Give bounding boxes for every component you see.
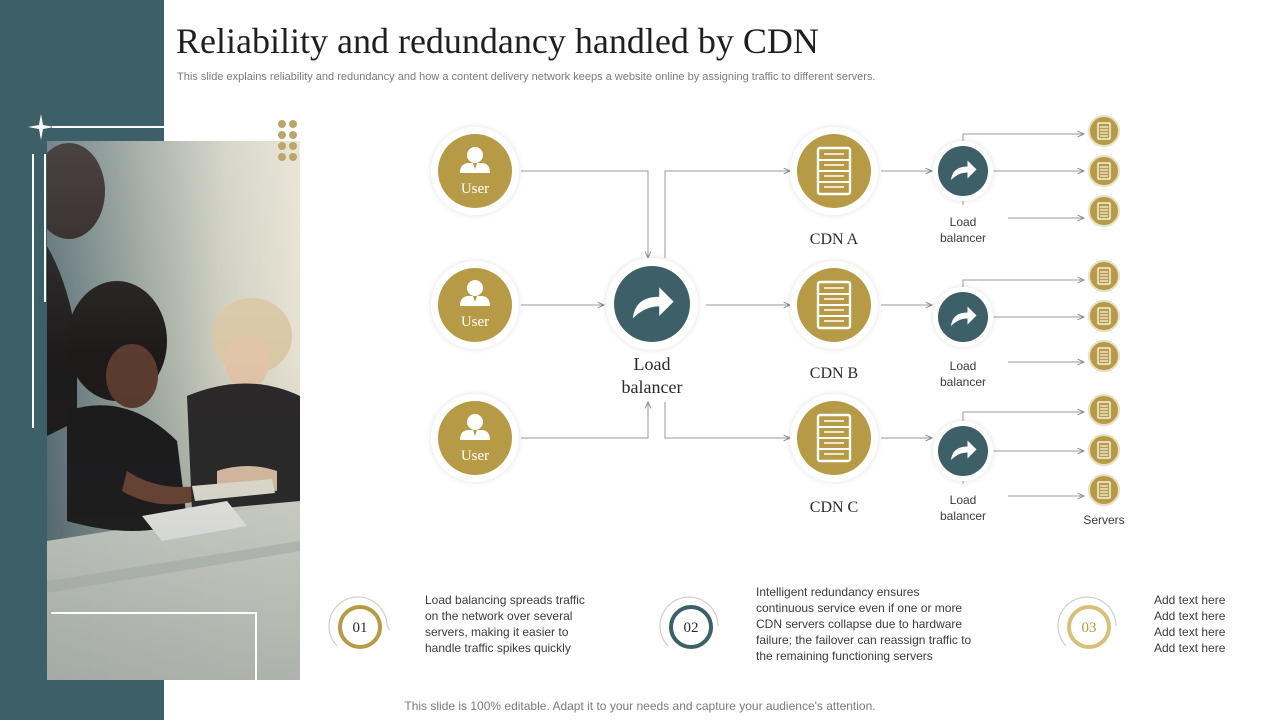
decor-line-horizontal [52,126,164,128]
team-photo-illustration [47,143,300,680]
decor-line-vertical [32,154,34,428]
user-node: User [431,394,519,482]
server-node [1088,115,1120,147]
sub-load-balancer-node: Load balancer [933,141,993,245]
cdn-node: CDN C [790,394,878,516]
server-node [1088,260,1120,292]
cdn-node: CDN A [790,127,878,248]
cdn-label: CDN B [810,365,858,382]
step-line: CDN servers collapse due to hardware [756,617,963,631]
sub-balancer-label-line2: balancer [940,509,986,523]
user-label: User [461,448,489,464]
step-description: Add text here Add text here Add text her… [1154,592,1264,656]
step-description: Load balancing spreads traffic on the ne… [425,592,625,656]
page-subtitle: This slide explains reliability and redu… [177,71,876,83]
step-line: Add text here [1154,641,1226,655]
cdn-label: CDN A [810,231,859,248]
sub-load-balancer-node: Load balancer [933,287,993,389]
step-line: servers, making it easier to [425,625,569,639]
sub-balancer-label-line1: Load [950,359,977,373]
user-node: User [431,261,519,349]
step-line: on the network over several [425,609,573,623]
step-line: Load balancing spreads traffic [425,593,585,607]
step-line: failure; the failover can reassign traff… [756,633,972,647]
step-description: Intelligent redundancy ensures continuou… [756,584,1016,664]
step-line: handle traffic spikes quickly [425,641,571,655]
footer-note: This slide is 100% editable. Adapt it to… [404,699,876,713]
user-label: User [461,314,489,330]
user-label: User [461,181,489,197]
sparkle-icon [28,114,54,140]
step-badge: 03 [1057,596,1117,649]
main-balancer-label-line1: Load [634,354,671,374]
server-node [1088,474,1120,506]
step-line: Add text here [1154,625,1226,639]
step-line: the remaining functioning servers [756,649,933,663]
server-node [1088,195,1120,227]
step-badge: 02 [659,596,719,649]
step-number: 03 [1082,620,1097,636]
main-load-balancer-node: Load balancer [606,258,698,397]
sub-balancer-label-line2: balancer [940,375,986,389]
server-nodes: Servers [1083,115,1125,527]
sub-balancer-label-line1: Load [950,215,977,229]
step-badge: 01 [328,596,391,649]
decor-frame [51,612,257,684]
servers-label: Servers [1083,513,1124,527]
cdn-node: CDN B [790,261,878,382]
main-balancer-label-line2: balancer [622,377,683,397]
cdn-label: CDN C [810,499,858,516]
step-line: Add text here [1154,593,1226,607]
user-node: User [431,127,519,215]
step-line: continuous service even if one or more [756,601,963,615]
team-photo [47,141,300,680]
sub-balancer-label-line2: balancer [940,231,986,245]
server-node [1088,434,1120,466]
connector-lines [521,134,1084,496]
sub-balancer-label-line1: Load [950,493,977,507]
server-node [1088,340,1120,372]
server-node [1088,394,1120,426]
server-node [1088,155,1120,187]
sub-load-balancer-node: Load balancer [933,421,993,523]
decor-dots [278,120,300,162]
step-number: 01 [353,620,368,636]
server-node [1088,300,1120,332]
step-line: Intelligent redundancy ensures [756,585,920,599]
decor-line-vertical-short [44,154,46,302]
step-number: 02 [684,620,699,636]
step-line: Add text here [1154,609,1226,623]
page-title: Reliability and redundancy handled by CD… [176,21,819,61]
